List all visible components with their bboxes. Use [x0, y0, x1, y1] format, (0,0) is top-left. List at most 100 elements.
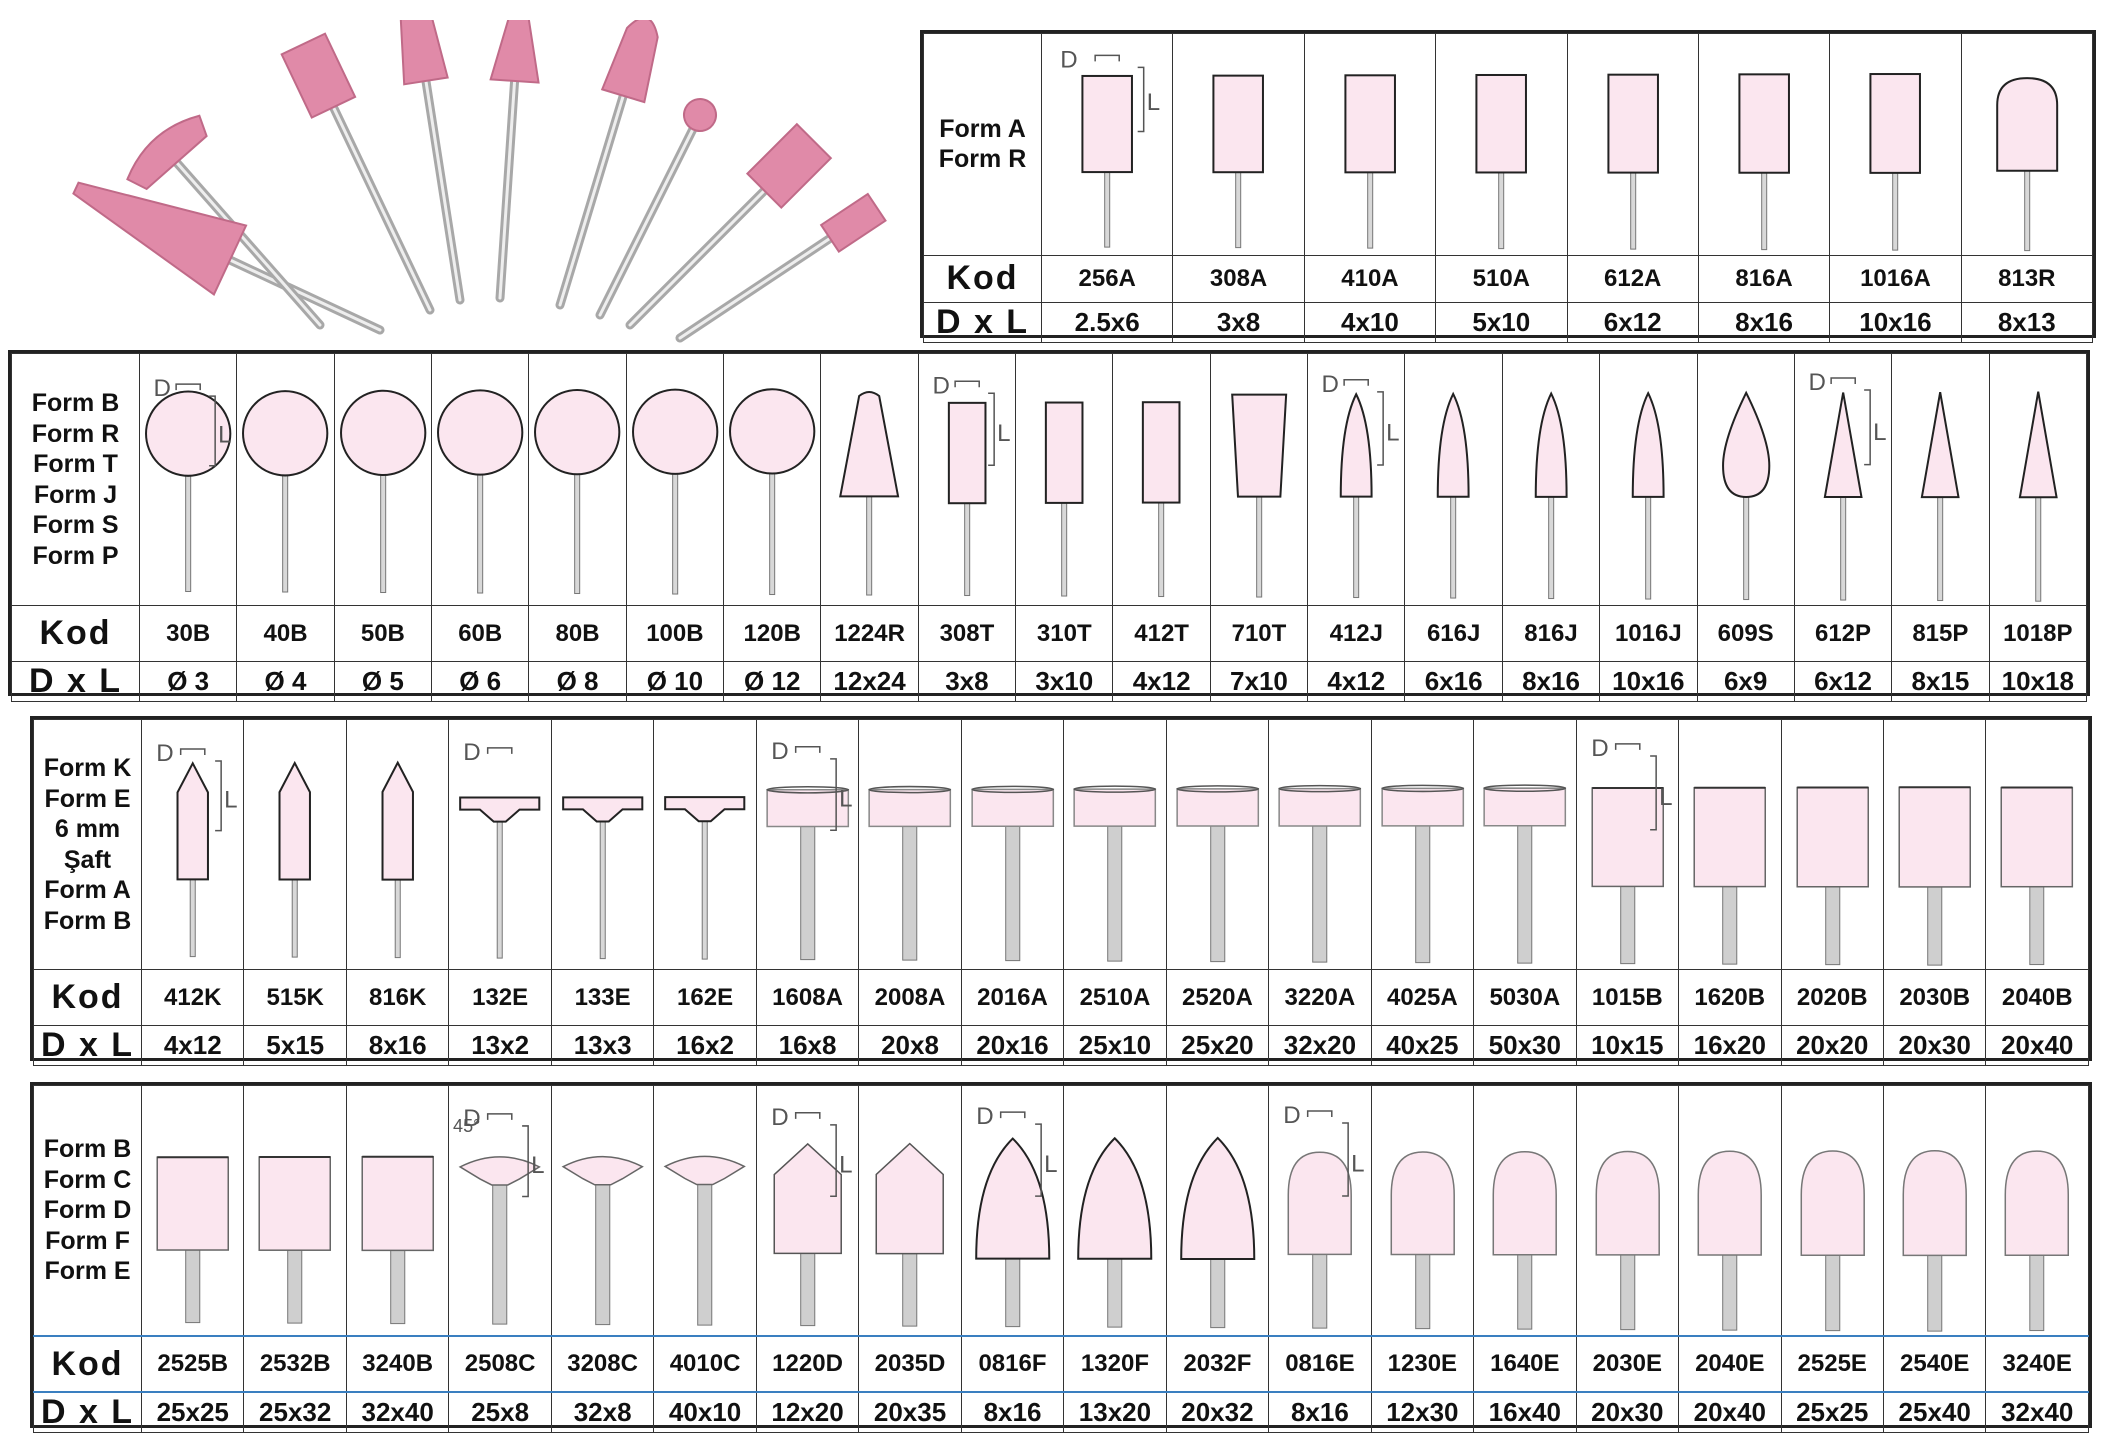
stone-drawing-2016A: [960, 718, 1065, 971]
product-code: 1018P: [1988, 605, 2088, 663]
form-label: Form S: [32, 511, 119, 540]
dimensions: 25x10: [1063, 1025, 1167, 1067]
dimensions: 6x16: [1404, 661, 1503, 703]
svg-text:D: D: [464, 1105, 481, 1132]
svg-text:45°: 45°: [453, 1116, 480, 1136]
kod-label: Kod: [33, 1335, 142, 1393]
dimensions: 10x16: [1599, 661, 1698, 703]
product-code: 2008A: [858, 969, 962, 1027]
form-label: 6 mm: [54, 815, 121, 844]
stone-icon: [1077, 1136, 1153, 1328]
dimensions: 3x8: [917, 661, 1017, 703]
stone-drawing-2032F: [1165, 1085, 1270, 1337]
dimensions: 8x16: [1501, 661, 1601, 703]
dimensions: 7x10: [1209, 661, 1309, 703]
stone-drawing-2525B: [140, 1085, 245, 1337]
stone-icon: [561, 1155, 644, 1326]
product-code: 816J: [1501, 605, 1601, 663]
stone-icon: [971, 785, 1054, 962]
dimensions: 4x12: [1307, 661, 1406, 703]
form-label: Form A: [939, 114, 1026, 143]
svg-text:L: L: [532, 1152, 545, 1179]
stone-drawing-5030A: [1473, 718, 1577, 971]
stone-drawing-132E: D: [448, 718, 552, 971]
product-code: 2532B: [243, 1335, 347, 1393]
product-code: 410A: [1303, 254, 1437, 303]
product-code: 3220A: [1268, 969, 1372, 1027]
stone-drawing-4010C: [653, 1085, 757, 1337]
stone-icon: [664, 796, 746, 960]
svg-text:D: D: [771, 738, 788, 765]
stone-icon: DL: [1591, 735, 1672, 965]
product-code: 3240B: [345, 1335, 450, 1393]
dimensions: 8x16: [960, 1391, 1065, 1434]
product-code: 133E: [550, 969, 655, 1027]
stone-drawing-3208C: [550, 1085, 655, 1337]
stone-icon: DL: [771, 1104, 852, 1327]
product-code: 132E: [448, 969, 552, 1027]
stone-drawing-1320F: [1063, 1085, 1167, 1337]
stone-icon: [1142, 401, 1181, 598]
product-code: 162E: [653, 969, 757, 1027]
stone-icon: [1995, 77, 2058, 252]
product-code: 816A: [1697, 254, 1831, 303]
stone-icon: [1800, 1150, 1865, 1332]
stone-icon: [1920, 391, 1960, 602]
svg-text:D: D: [1322, 371, 1339, 398]
kod-label: Kod: [33, 969, 142, 1027]
dimensions: 3x10: [1015, 661, 1114, 703]
stone-icon: [1044, 401, 1084, 597]
product-code: 612P: [1793, 605, 1893, 663]
stone-drawing-60B: [431, 352, 530, 607]
product-code: 816K: [345, 969, 450, 1027]
product-code: 412K: [140, 969, 245, 1027]
form-label: Form F: [45, 1226, 130, 1255]
stone-icon: [361, 1155, 434, 1325]
dimensions: Ø 5: [333, 661, 433, 703]
svg-text:L: L: [218, 422, 231, 449]
product-code: 310T: [1015, 605, 1114, 663]
stone-icon: [1176, 785, 1259, 963]
stone-icon: DL: [766, 738, 852, 961]
stone-drawing-710T: [1209, 352, 1309, 607]
product-code: 612A: [1566, 254, 1699, 303]
dimensions: Ø 12: [723, 661, 822, 703]
dimensions: 20x32: [1165, 1391, 1270, 1434]
stone-icon: DL: [1808, 369, 1886, 601]
stone-drawing-3240E: [1985, 1085, 2089, 1337]
stone-icon: [729, 388, 816, 596]
product-code: 1320F: [1063, 1335, 1167, 1393]
grinding-stones-photo: [60, 0, 900, 350]
stone-icon: [2018, 391, 2058, 602]
dimensions: 20x30: [1882, 1025, 1987, 1067]
stone-icon: [1534, 391, 1568, 600]
svg-text:D: D: [464, 739, 481, 766]
stone-icon: [339, 389, 427, 594]
dimensions: 4x12: [1112, 661, 1211, 703]
stone-drawing-2520A: [1165, 718, 1270, 971]
svg-text:L: L: [1659, 784, 1672, 811]
stone-icon: [1721, 390, 1770, 601]
svg-text:L: L: [1351, 1151, 1364, 1178]
svg-text:D: D: [156, 740, 173, 767]
stone-drawing-816J: [1501, 352, 1601, 607]
kod-label: Kod: [11, 605, 140, 663]
stone-icon: [534, 388, 621, 595]
stone-icon: [1606, 73, 1659, 250]
product-code: 2520A: [1165, 969, 1270, 1027]
stone-icon: [1492, 1150, 1558, 1330]
stone-icon: DL: [156, 740, 238, 958]
product-code: 0816F: [960, 1335, 1065, 1393]
dimensions: 25x32: [243, 1391, 347, 1434]
dimensions: 40x25: [1370, 1025, 1475, 1067]
stone-drawing-100B: [625, 352, 725, 607]
stone-drawing-2020B: [1780, 718, 1884, 971]
stone-drawing-816A: [1697, 33, 1831, 256]
dimensions: 12x30: [1370, 1391, 1475, 1434]
